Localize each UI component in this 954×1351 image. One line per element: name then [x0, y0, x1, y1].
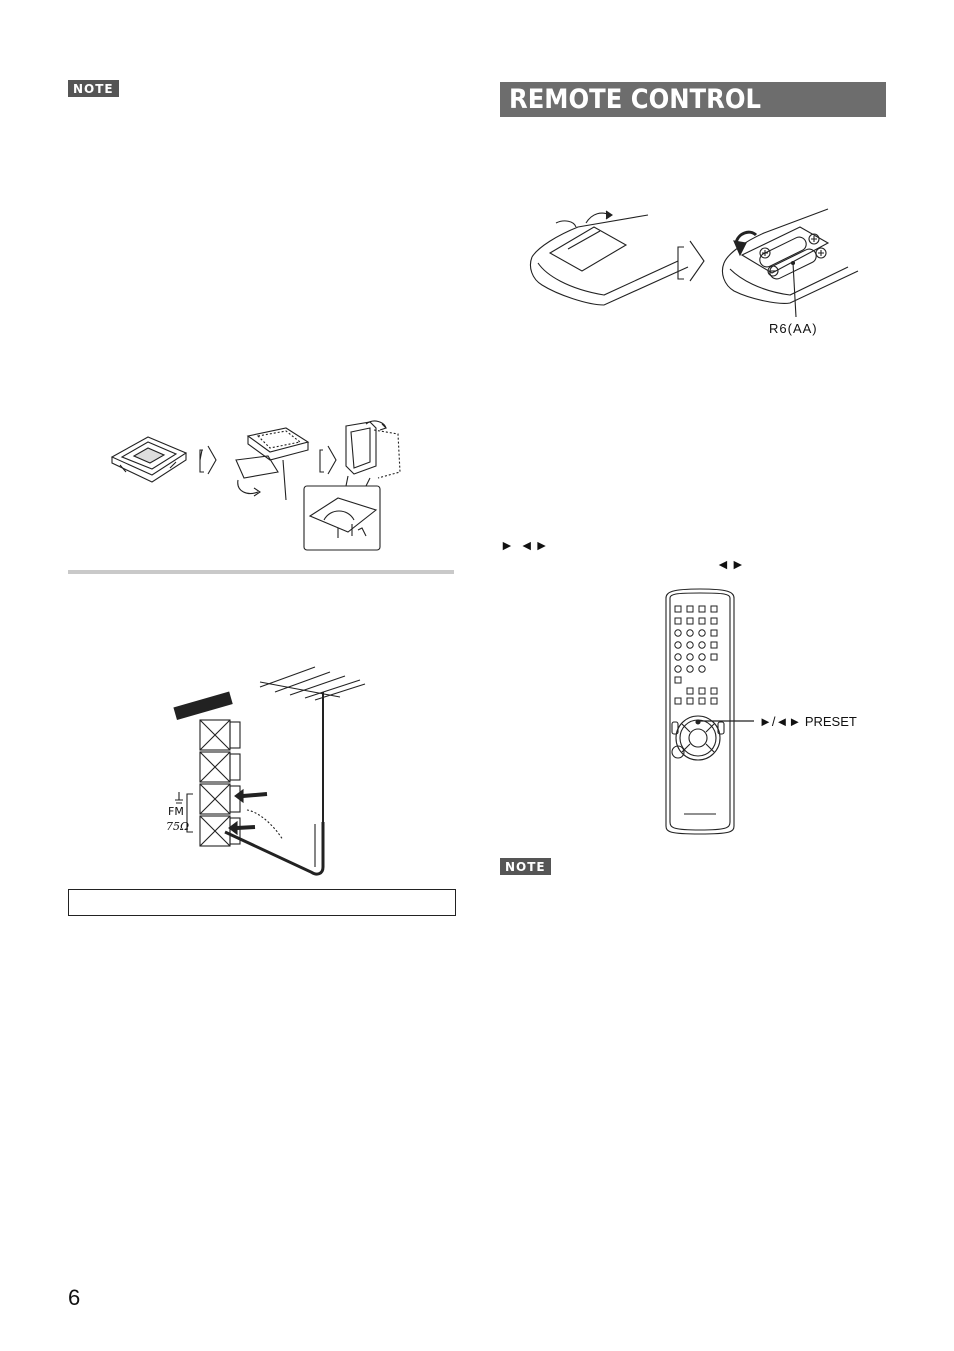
battery-installation-illustration	[529, 208, 859, 318]
remote-control-illustration	[665, 588, 735, 835]
fm-terminal-label: FM	[168, 805, 184, 818]
am-loop-antenna-illustration	[110, 420, 401, 551]
symbols-line-2: ◄►	[716, 556, 746, 572]
symbols-line-1: ► ◄►	[500, 537, 550, 553]
section-title: REMOTE CONTROL	[500, 82, 886, 117]
preset-callout-line	[698, 720, 754, 722]
empty-boxed-note	[68, 889, 456, 916]
page-number: 6	[68, 1285, 81, 1310]
section-divider	[68, 570, 454, 574]
fm-antenna-connection-illustration	[173, 666, 366, 876]
note-badge-right: NOTE	[500, 858, 551, 875]
battery-type-label: R6(AA)	[769, 321, 818, 336]
preset-button-callout: ►/◄► PRESET	[759, 714, 857, 729]
impedance-label: 75Ω	[166, 820, 190, 833]
note-badge-left: NOTE	[68, 80, 119, 97]
